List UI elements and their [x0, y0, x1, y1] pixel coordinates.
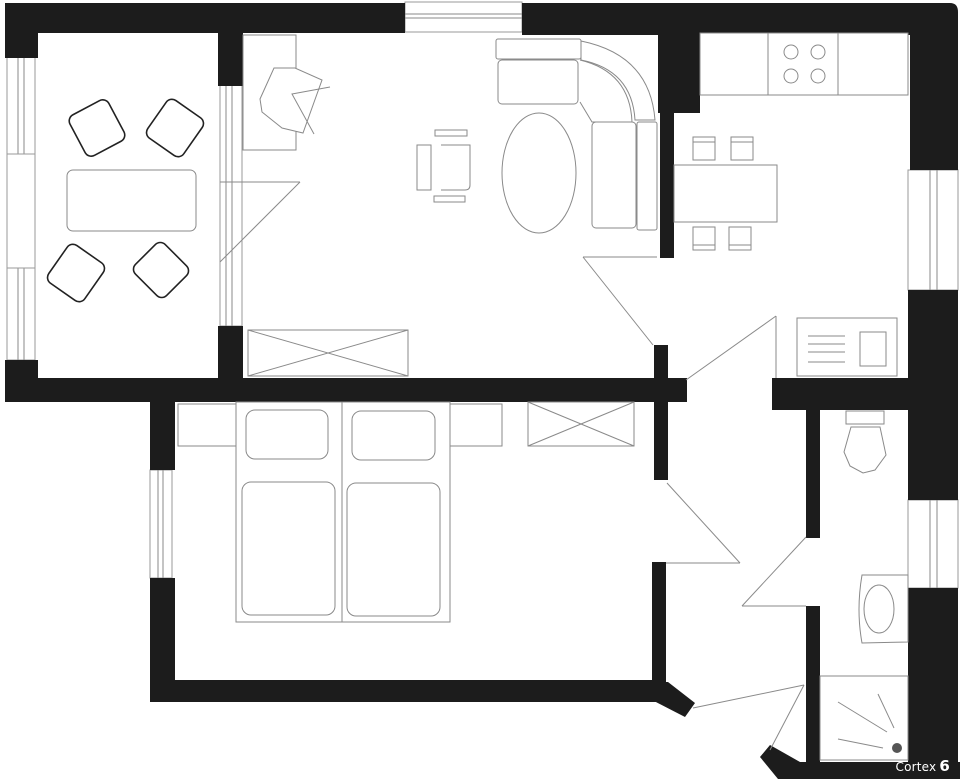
bathroom: [819, 410, 909, 761]
shower-drain-icon: [892, 743, 902, 753]
armchair[interactable]: [416, 129, 471, 203]
bedroom: [177, 401, 741, 623]
balcony-table[interactable]: [66, 169, 197, 232]
shower-tray[interactable]: [819, 675, 909, 761]
pillow: [245, 409, 329, 460]
window-kitchen-east: [907, 169, 959, 291]
brand-number: 6: [939, 757, 950, 775]
tv-cabinet[interactable]: [247, 329, 409, 377]
toilet[interactable]: [843, 410, 887, 474]
bathroom-door-swing: [741, 536, 807, 607]
living-door-swing: [582, 256, 657, 346]
balcony-door-swing: [219, 181, 301, 263]
dining-table[interactable]: [673, 164, 778, 223]
pillow: [351, 410, 436, 461]
mattress: [241, 481, 336, 616]
burner-icon: [810, 68, 826, 84]
entrance-door-swing: [692, 684, 805, 751]
nightstand-left[interactable]: [177, 403, 237, 447]
oval-coffee-table[interactable]: [501, 112, 577, 234]
balcony-chair-1[interactable]: [67, 97, 127, 158]
balcony-chair-2[interactable]: [144, 97, 206, 160]
window-balcony-west: [6, 56, 36, 361]
mattress: [346, 482, 441, 617]
burner-icon: [783, 68, 799, 84]
stove[interactable]: [767, 32, 839, 96]
window-bathroom-east: [907, 499, 959, 589]
desk-chair[interactable]: [259, 67, 331, 135]
double-bed[interactable]: [235, 401, 451, 623]
living-room: [242, 34, 658, 377]
wardrobe[interactable]: [527, 401, 635, 447]
balcony-chair-4[interactable]: [131, 240, 192, 301]
nightstand-right[interactable]: [449, 403, 503, 447]
burner-icon: [810, 44, 826, 60]
walls: [5, 3, 960, 779]
kitchen: [673, 32, 909, 381]
balcony-chair-3[interactable]: [45, 242, 107, 305]
windows: [6, 1, 959, 589]
corner-sofa[interactable]: [495, 38, 658, 231]
dining-chairs[interactable]: [692, 136, 754, 251]
burner-icon: [783, 44, 799, 60]
glazed-partition-balcony: [219, 84, 243, 327]
sink-unit[interactable]: [796, 317, 898, 377]
window-living-north: [404, 1, 523, 33]
hallway: [692, 536, 807, 751]
balcony: [45, 97, 301, 305]
kitchen-door-swing: [685, 315, 777, 381]
sink-basin: [859, 331, 887, 367]
brand-name: Cortex: [895, 760, 937, 774]
window-bedroom-west: [149, 469, 173, 579]
bedroom-door-swing: [666, 482, 741, 564]
washbasin[interactable]: [858, 574, 909, 644]
